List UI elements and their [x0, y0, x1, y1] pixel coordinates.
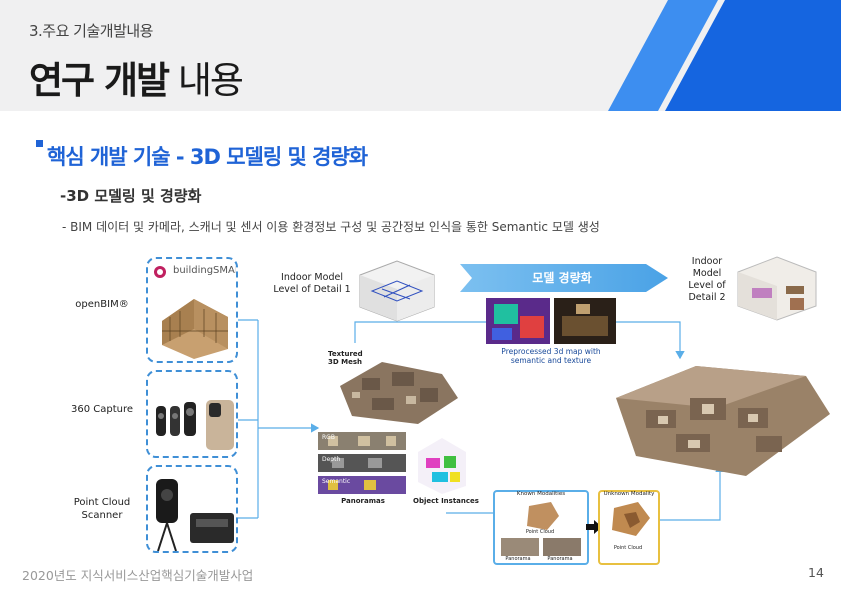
- lightweight-label: 모델 경량화: [532, 271, 592, 285]
- preprocessed-label: Preprocessed 3d map with semantic and te…: [501, 347, 601, 365]
- source-label-360: 360 Capture: [70, 404, 134, 415]
- unknown-modality-label: Unknown Modality: [603, 491, 655, 497]
- section-subtitle: -3D 모델링 및 경량화: [60, 187, 202, 205]
- lod1-room-image: [359, 260, 435, 322]
- source-label-scanner: Point Cloud Scanner: [73, 497, 131, 521]
- lod2-label: Indoor Model Level of Detail 2: [688, 256, 726, 303]
- preprocessed-map-images: [486, 298, 616, 344]
- page-number: 14: [808, 565, 824, 580]
- lightweight-arrow: [460, 264, 668, 292]
- buildingsmart-logo-text: buildingSMART: [173, 265, 236, 276]
- panorama-label-2: Panorama: [547, 556, 573, 562]
- known-point-cloud-label: Point Cloud: [525, 529, 555, 535]
- openbim-box: buildingSMART: [146, 257, 238, 363]
- page-title-bold: 연구 개발: [29, 59, 170, 102]
- capture-360-box: [146, 370, 238, 458]
- lod2-room-image: [737, 256, 817, 321]
- unknown-modality-image: [612, 502, 650, 536]
- source-label-openbim: openBIM®: [75, 299, 129, 310]
- known-modalities-image: [501, 502, 581, 556]
- lod1-label: Indoor Model Level of Detail 1: [273, 272, 351, 295]
- panoramas-label: Panoramas: [341, 497, 385, 505]
- unknown-modality-box: [598, 490, 660, 565]
- known-modalities-label: Known Modalities: [516, 491, 566, 497]
- breadcrumb: 3.주요 기술개발내용: [29, 22, 153, 40]
- camera-devices-image: [156, 400, 234, 450]
- textured-mesh-label: Textured 3D Mesh: [328, 350, 363, 367]
- depth-label: Depth: [322, 456, 341, 463]
- section-description: - BIM 데이터 및 카메라, 스캐너 및 센서 이용 환경정보 구성 및 공…: [62, 220, 600, 234]
- semantic-label: Semantic: [322, 478, 351, 485]
- textured-mesh-image: [340, 362, 458, 424]
- known-modalities-box: [493, 490, 589, 565]
- final-3d-model-image: [616, 366, 830, 476]
- page-title-light: 내용: [177, 59, 244, 102]
- section-title: 핵심 개발 기술 - 3D 모델링 및 경량화: [47, 145, 368, 169]
- object-instances-image: [418, 438, 466, 494]
- section-bullet: [36, 140, 43, 147]
- object-instances-label: Object Instances: [413, 497, 479, 505]
- bim-building-image: [154, 266, 228, 359]
- footer-text: 2020년도 지식서비스산업핵심기술개발사업: [22, 568, 254, 583]
- unknown-point-cloud-label: Point Cloud: [613, 545, 643, 551]
- page-title: 연구 개발 내용: [29, 50, 244, 104]
- buildingsmart-logo-icon: [154, 266, 166, 278]
- rgb-label: RGB: [322, 434, 335, 441]
- scanner-box: [146, 465, 238, 553]
- panoramas-image: [318, 432, 406, 494]
- header-stripes: [608, 0, 841, 111]
- scanner-device-image: [156, 479, 234, 551]
- panorama-label-1: Panorama: [505, 556, 531, 562]
